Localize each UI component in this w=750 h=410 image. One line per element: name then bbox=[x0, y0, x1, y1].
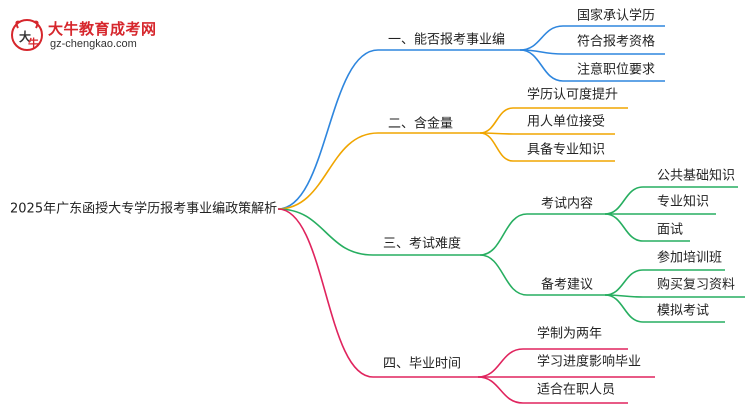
branch-1-child-0-link bbox=[479, 107, 514, 134]
branch-2-child-0-link bbox=[479, 213, 528, 256]
branch-2-child-1-leaf-1-label: 购买复习资料 bbox=[657, 277, 735, 293]
svg-text:大: 大 bbox=[19, 29, 31, 44]
mind-map-links bbox=[277, 25, 745, 404]
branch-0-child-2-link bbox=[519, 49, 564, 82]
branch-3-link bbox=[277, 208, 374, 378]
branch-1-child-2-label: 具备专业知识 bbox=[527, 142, 605, 158]
branch-2-child-1-leaf-0-label: 参加培训班 bbox=[657, 250, 722, 266]
branch-3-child-0-label: 学制为两年 bbox=[537, 326, 602, 342]
branch-0-child-1-label: 符合报考资格 bbox=[577, 34, 655, 50]
site-logo: 大 牛 大牛教育成考网 gz-chengkao.com bbox=[10, 16, 170, 56]
branch-0-label: 一、能否报考事业编 bbox=[388, 33, 505, 48]
branch-2-child-1-leaf-2-label: 模拟考试 bbox=[657, 304, 709, 319]
branch-2-label: 三、考试难度 bbox=[383, 236, 461, 252]
bull-logo-icon: 大 牛 bbox=[11, 19, 43, 51]
logo-title: 大牛教育成考网 bbox=[48, 20, 157, 38]
branch-2-link bbox=[277, 208, 374, 256]
branch-2-child-0-label: 考试内容 bbox=[541, 196, 593, 212]
root-topic: 2025年广东函授大专学历报考事业编政策解析 bbox=[10, 201, 277, 217]
branch-2-child-0-leaf-0-label: 公共基础知识 bbox=[657, 168, 735, 184]
branch-3-child-0-link bbox=[477, 348, 524, 378]
branch-2-child-1-leaf-0-link bbox=[604, 269, 644, 296]
branch-2-child-1-leaf-2-link bbox=[604, 294, 644, 323]
branch-3-child-2-label: 适合在职人员 bbox=[537, 383, 615, 398]
branch-3-child-2-link bbox=[477, 376, 524, 404]
branch-0-child-0-label: 国家承认学历 bbox=[577, 8, 655, 24]
branch-2-child-1-label: 备考建议 bbox=[541, 277, 593, 293]
branch-2-child-0-leaf-0-link bbox=[604, 186, 644, 215]
branch-1-link bbox=[277, 132, 379, 210]
branch-3-label: 四、毕业时间 bbox=[383, 357, 461, 372]
branch-2-child-1-link bbox=[479, 254, 528, 296]
branch-2-child-0-leaf-1-label: 专业知识 bbox=[657, 194, 709, 210]
branch-0-link bbox=[277, 49, 379, 210]
branch-1-child-2-link bbox=[479, 132, 514, 162]
branch-2-child-0-leaf-2-link bbox=[604, 213, 644, 242]
branch-1-child-0-label: 学历认可度提升 bbox=[527, 87, 618, 103]
svg-text:牛: 牛 bbox=[28, 36, 39, 50]
branch-0-child-2-label: 注意职位要求 bbox=[577, 62, 655, 78]
branch-1-child-1-label: 用人单位接受 bbox=[527, 114, 605, 130]
logo-url: gz-chengkao.com bbox=[50, 38, 137, 50]
branch-0-child-0-link bbox=[519, 25, 564, 51]
branch-2-child-0-leaf-2-label: 面试 bbox=[657, 223, 683, 238]
branch-1-label: 二、含金量 bbox=[388, 116, 453, 132]
branch-3-child-1-label: 学习进度影响毕业 bbox=[537, 354, 641, 370]
mind-map-nodes: 2025年广东函授大专学历报考事业编政策解析 一、能否报考事业编 国家承认学历符合报… bbox=[10, 8, 735, 398]
